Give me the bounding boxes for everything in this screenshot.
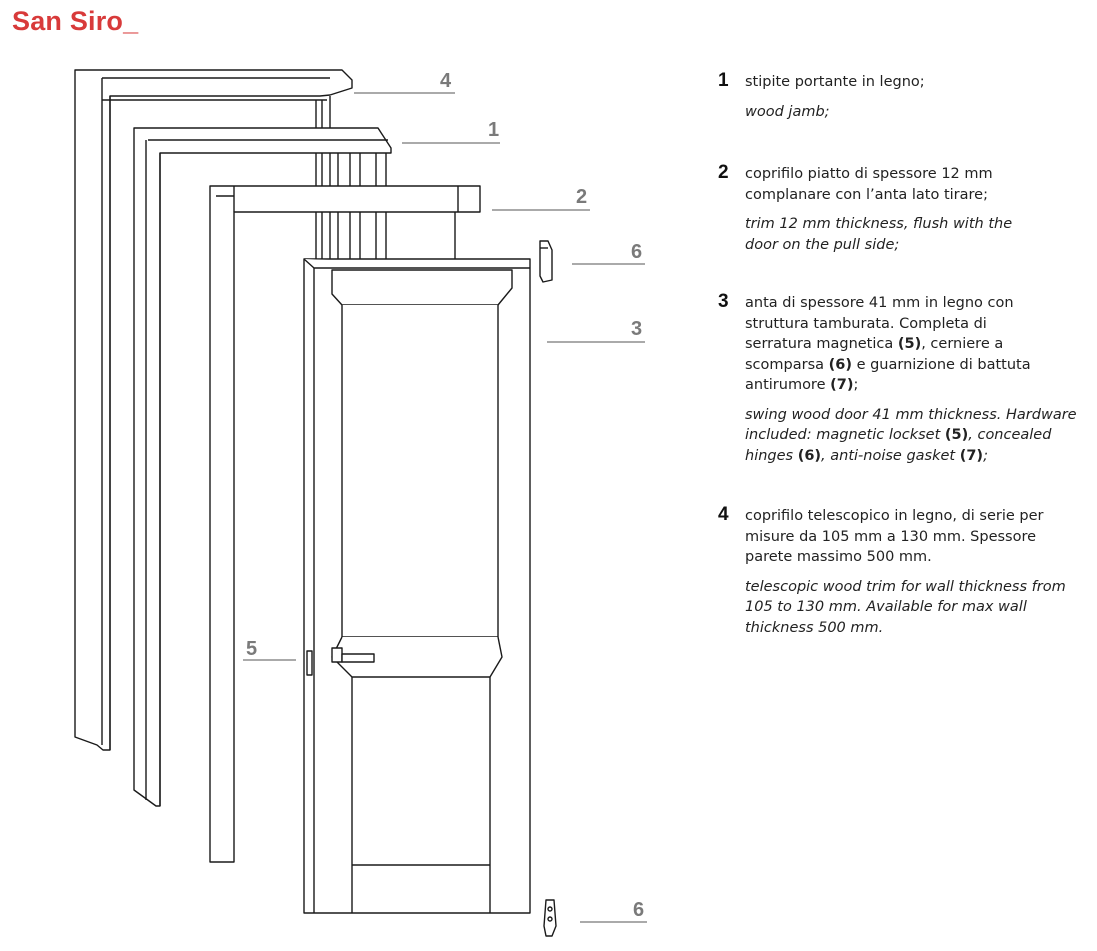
- legend-text-en: wood jamb;: [745, 103, 830, 120]
- callout-2: 2: [576, 186, 587, 208]
- legend-text-it: stipite portante in legno;: [745, 74, 925, 90]
- callout-3: 3: [631, 318, 642, 340]
- legend-number: 1: [718, 70, 729, 91]
- concealed-hinge-top-part-6: [539, 240, 553, 283]
- legend-item-4: 4 coprifilo telescopico in legno, di ser…: [718, 504, 1088, 638]
- door-leaf-part-3: [303, 258, 531, 914]
- callout-6-bottom: 6: [633, 899, 644, 921]
- callout-1: 1: [488, 119, 499, 141]
- legend-text-en: telescopic wood trim for wall thickness …: [745, 578, 1066, 636]
- callout-6-top: 6: [631, 241, 642, 263]
- legend-item-2: 2 coprifilo piatto di spessore 12 mm com…: [718, 162, 1088, 255]
- legend-item-1: 1 stipite portante in legno; wood jamb;: [718, 70, 1088, 122]
- legend-text-it: coprifilo telescopico in legno, di serie…: [745, 508, 1044, 565]
- legend-number: 2: [718, 162, 729, 183]
- telescopic-trim-part-4: [74, 69, 353, 751]
- legend-item-3: 3 anta di spessore 41 mm in legno con st…: [718, 291, 1088, 466]
- legend-text-en: trim 12 mm thickness, flush with the doo…: [745, 216, 1013, 253]
- flat-trim-part-2: [209, 185, 481, 863]
- legend-text-it: anta di spessore 41 mm in legno con stru…: [745, 295, 1031, 393]
- callout-5: 5: [246, 638, 257, 660]
- brand-title: San Siro_: [12, 6, 139, 36]
- concealed-hinge-bottom-part-6: [543, 899, 557, 937]
- legend-text-it: coprifilo piatto di spessore 12 mm compl…: [745, 166, 993, 203]
- callout-4: 4: [440, 70, 452, 92]
- legend-number: 4: [718, 504, 729, 525]
- legend-number: 3: [718, 291, 729, 312]
- legend-text-en: swing wood door 41 mm thickness. Hardwar…: [745, 406, 1077, 464]
